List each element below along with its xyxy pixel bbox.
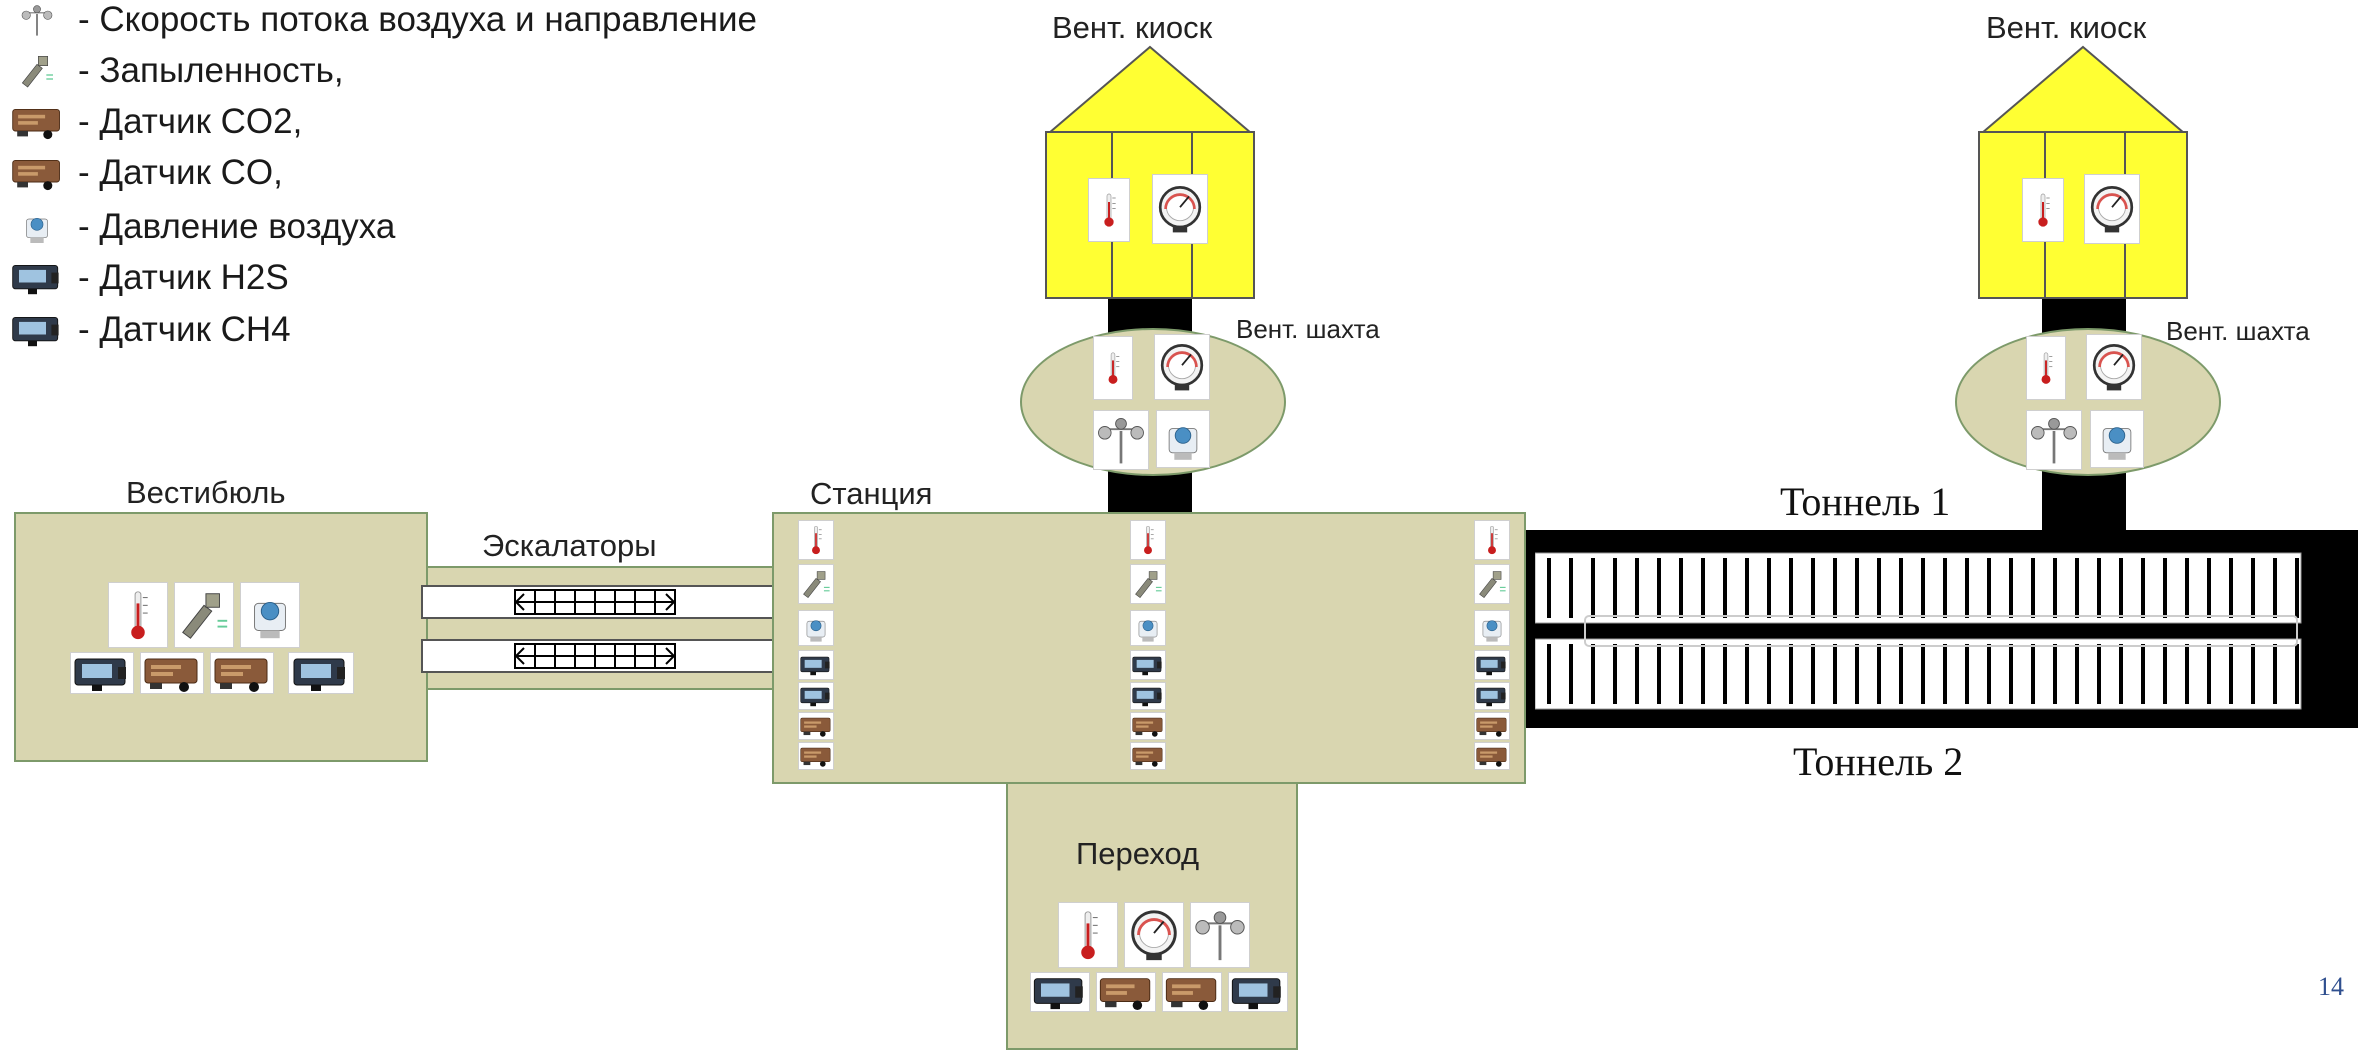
hygrometer-icon (2086, 334, 2142, 400)
legend-text: - Скорость потока воздуха и направление (78, 0, 757, 40)
dust-sensor-icon (8, 51, 66, 91)
ch4-sensor-icon (8, 310, 66, 350)
pressure-sensor-icon (2090, 410, 2144, 468)
co-sensor-icon (1474, 742, 1510, 770)
dust-sensor-icon (1130, 564, 1166, 604)
hygrometer-icon (1154, 334, 1210, 400)
tunnel-rails (1535, 550, 2305, 712)
thermometer-icon (1474, 520, 1510, 560)
anemometer-icon (1093, 410, 1149, 470)
dust-sensor-icon (1474, 564, 1510, 604)
page-number: 14 (2318, 972, 2344, 1002)
kiosk-right-roof (1978, 45, 2188, 135)
vent-shaft-left-label: Вент. шахта (1236, 314, 1380, 345)
legend-item-ch4: - Датчик CH4 (8, 310, 291, 350)
legend-text: - Датчик H2S (78, 258, 289, 298)
kiosk-right-label: Вент. киоск (1986, 10, 2146, 46)
hygrometer-icon (2084, 174, 2140, 244)
legend-text: - Датчик CH4 (78, 310, 291, 350)
anemometer-icon (1190, 902, 1250, 968)
ch4-sensor-icon (1228, 972, 1288, 1012)
co-sensor-icon (798, 742, 834, 770)
tunnel-1-label: Тоннель 1 (1780, 478, 1950, 525)
hygrometer-icon (1124, 902, 1184, 968)
co2-sensor-icon (140, 652, 204, 694)
legend-text: - Датчик CO2, (78, 102, 302, 142)
legend-item-co: - Датчик CO, (8, 153, 283, 193)
hygrometer-icon (1152, 174, 1208, 244)
thermometer-icon (2022, 178, 2064, 242)
tunnel-2-label: Тоннель 2 (1793, 738, 1963, 785)
pressure-sensor-icon (1156, 410, 1210, 468)
co2-sensor-icon (8, 102, 66, 142)
pressure-sensor-icon (1474, 610, 1510, 646)
legend-item-anemometer: - Скорость потока воздуха и направление (8, 0, 757, 40)
ch4-sensor-icon (1130, 682, 1166, 710)
pressure-sensor-icon (798, 610, 834, 646)
dust-sensor-icon (798, 564, 834, 604)
co2-sensor-icon (1474, 712, 1510, 740)
vent-shaft-right-label: Вент. шахта (2166, 316, 2310, 347)
vestibule-label: Вестибюль (126, 475, 286, 511)
thermometer-icon (108, 582, 168, 648)
co2-sensor-icon (1096, 972, 1156, 1012)
ch4-sensor-icon (288, 652, 354, 694)
legend-item-pressure: - Давление воздуха (8, 207, 395, 247)
thermometer-icon (1130, 520, 1166, 560)
pressure-sensor-icon (8, 207, 66, 247)
vent-shaft-left (1020, 328, 1286, 476)
legend-item-h2s: - Датчик H2S (8, 258, 289, 298)
legend-text: - Датчик CO, (78, 153, 283, 193)
legend-item-dust: - Запыленность, (8, 51, 344, 91)
co2-sensor-icon (798, 712, 834, 740)
h2s-sensor-icon (70, 652, 134, 694)
ch4-sensor-icon (798, 682, 834, 710)
h2s-sensor-icon (1130, 650, 1166, 680)
co-sensor-icon (8, 153, 66, 193)
transition-label: Переход (1076, 836, 1199, 872)
h2s-sensor-icon (8, 258, 66, 298)
h2s-sensor-icon (798, 650, 834, 680)
legend-item-co2: - Датчик CO2, (8, 102, 302, 142)
anemometer-icon (8, 0, 66, 40)
h2s-sensor-icon (1474, 650, 1510, 680)
co2-sensor-icon (1130, 712, 1166, 740)
kiosk-left-roof (1045, 45, 1255, 135)
escalator-lanes (420, 584, 780, 674)
legend-text: - Давление воздуха (78, 207, 395, 247)
legend-text: - Запыленность, (78, 51, 344, 91)
escalators-label: Эскалаторы (482, 528, 657, 564)
co-sensor-icon (1162, 972, 1222, 1012)
anemometer-icon (2026, 410, 2082, 470)
thermometer-icon (1088, 178, 1130, 242)
co-sensor-icon (210, 652, 274, 694)
pressure-sensor-icon (1130, 610, 1166, 646)
h2s-sensor-icon (1030, 972, 1090, 1012)
thermometer-icon (2026, 336, 2066, 400)
co-sensor-icon (1130, 742, 1166, 770)
dust-sensor-icon (174, 582, 234, 648)
station-label: Станция (810, 476, 932, 512)
kiosk-left-body (1045, 131, 1255, 299)
thermometer-icon (1058, 902, 1118, 968)
kiosk-left-label: Вент. киоск (1052, 10, 1212, 46)
kiosk-right-body (1978, 131, 2188, 299)
ch4-sensor-icon (1474, 682, 1510, 710)
thermometer-icon (1093, 336, 1133, 400)
pressure-sensor-icon (240, 582, 300, 648)
thermometer-icon (798, 520, 834, 560)
